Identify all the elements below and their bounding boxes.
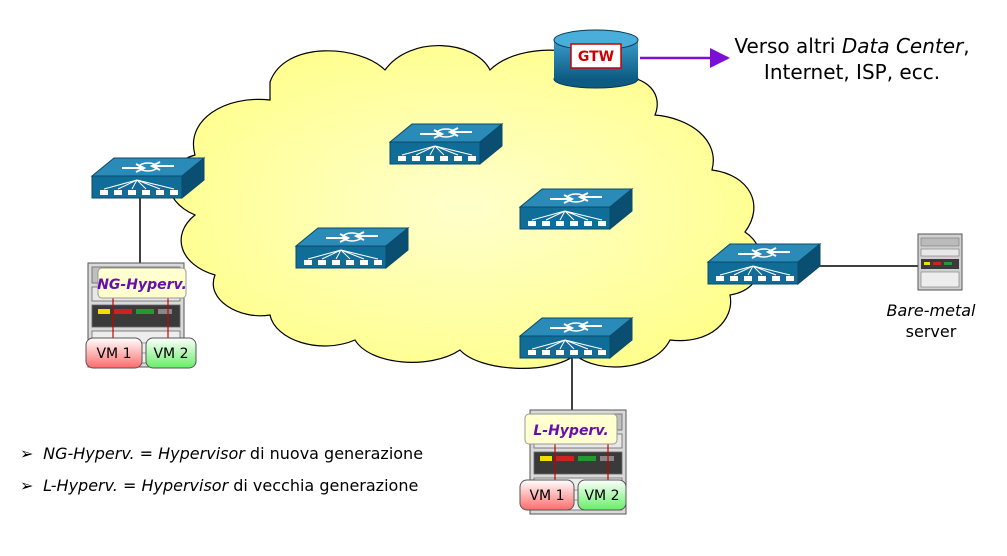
bare-metal-label: Bare-metal server (876, 300, 986, 342)
switch-edge-right (707, 243, 821, 285)
l-hypervisor-label: L-Hyperv. (533, 423, 608, 439)
destination-line1: Verso altri Data Center, (734, 34, 970, 58)
legend-item-l: ➢ L-Hyperv. = Hypervisor di vecchia gene… (20, 476, 419, 495)
switch-edge-bottom (519, 317, 633, 359)
bare-metal-line2: server (905, 322, 957, 341)
l-host-server: L-Hyperv. VM 1 VM 2 (519, 409, 627, 515)
external-destination-label: Verso altri Data Center, Internet, ISP, … (732, 33, 972, 85)
ng-vm2 (145, 337, 197, 369)
legend-definition-italic: Hypervisor (158, 444, 245, 463)
switch-core-left (295, 227, 409, 269)
network-cloud (168, 45, 762, 369)
switch-edge-left (91, 157, 205, 199)
bullet-icon: ➢ (20, 476, 34, 495)
legend-definition: di vecchia generazione (228, 476, 419, 495)
legend-item-ng: ➢ NG-Hyperv. = Hypervisor di nuova gener… (20, 444, 424, 463)
bullet-icon: ➢ (20, 444, 34, 463)
ng-host-server: NG-Hyperv. VM 1 VM 2 (85, 262, 197, 369)
gateway-router: GTW (553, 29, 639, 89)
switch-core-top (389, 123, 503, 165)
ng-vm2-label: VM 2 (153, 346, 188, 362)
l-vm2-label: VM 2 (584, 488, 619, 504)
l-vm1 (519, 479, 575, 511)
legend-definition-italic: Hypervisor (141, 476, 229, 495)
ng-vm1-label: VM 1 (96, 346, 131, 362)
l-vm2 (577, 479, 627, 511)
ng-vm1 (85, 337, 143, 369)
bare-metal-server (917, 233, 963, 291)
gtw-label: GTW (578, 49, 614, 65)
legend-term: L-Hyperv. (43, 476, 118, 495)
bare-metal-line1: Bare-metal (886, 301, 976, 320)
legend-term: NG-Hyperv. (43, 444, 135, 463)
l-vm1-label: VM 1 (529, 488, 564, 504)
legend-definition: di nuova generazione (244, 444, 424, 463)
destination-line2: Internet, ISP, ecc. (763, 60, 941, 84)
switch-core-right (519, 188, 633, 230)
ng-hypervisor-label: NG-Hyperv. (97, 277, 187, 293)
